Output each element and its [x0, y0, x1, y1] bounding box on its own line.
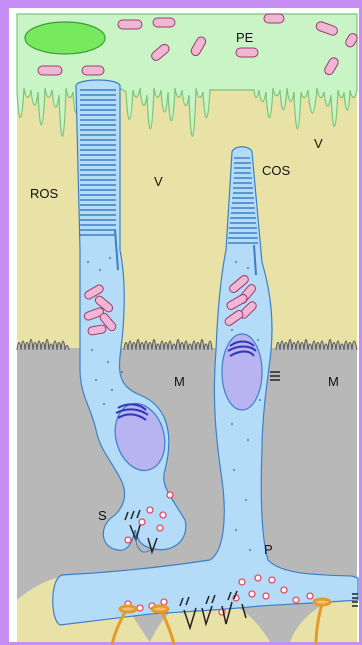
- label-m-left: M: [174, 374, 185, 389]
- pe-nucleus: [25, 22, 105, 54]
- label-p: P: [264, 542, 273, 557]
- label-v-top: V: [314, 136, 323, 151]
- label-cos: COS: [262, 163, 291, 178]
- label-pe: PE: [236, 30, 254, 45]
- label-m-right: M: [328, 374, 339, 389]
- cone-nucleus: [222, 334, 262, 410]
- label-ros: ROS: [30, 186, 59, 201]
- label-s: S: [98, 508, 107, 523]
- label-v-mid: V: [154, 174, 163, 189]
